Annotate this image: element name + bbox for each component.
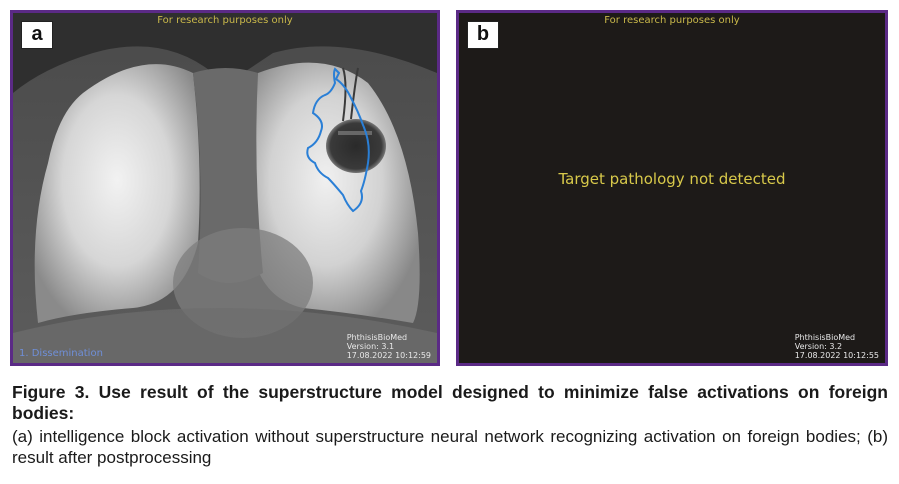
- panel-a-annotation: 1. Dissemination: [19, 348, 103, 359]
- panel-a-datetime: 17.08.2022 10:12:59: [346, 351, 431, 360]
- panel-b-result: b For research purposes only Target path…: [456, 10, 888, 366]
- panel-b-label: b: [467, 21, 499, 49]
- panel-b-watermark: For research purposes only: [604, 15, 740, 26]
- panel-a-version: Version: 3.1: [346, 342, 395, 351]
- figure-caption: Figure 3. Use result of the superstructu…: [12, 382, 888, 468]
- activation-outline: [306, 67, 370, 213]
- panel-b-stamp: PhthisisBioMed Version: 3.2 17.08.2022 1…: [795, 333, 879, 360]
- panel-a-xray: a For research purposes only 1. Dissemin…: [10, 10, 440, 366]
- panel-b-version: Version: 3.2: [794, 342, 843, 351]
- panel-b-datetime: 17.08.2022 10:12:55: [794, 351, 879, 360]
- result-message: Target pathology not detected: [558, 170, 786, 188]
- panel-a-software: PhthisisBioMed: [346, 333, 408, 342]
- chest-xray-image: [13, 13, 437, 363]
- panel-a-watermark: For research purposes only: [157, 15, 293, 26]
- panel-a-stamp: PhthisisBioMed Version: 3.1 17.08.2022 1…: [347, 333, 431, 360]
- caption-title: Figure 3. Use result of the superstructu…: [12, 382, 888, 423]
- panel-a-label: a: [21, 21, 53, 49]
- panel-b-software: PhthisisBioMed: [794, 333, 856, 342]
- caption-body: (a) intelligence block activation withou…: [12, 427, 888, 467]
